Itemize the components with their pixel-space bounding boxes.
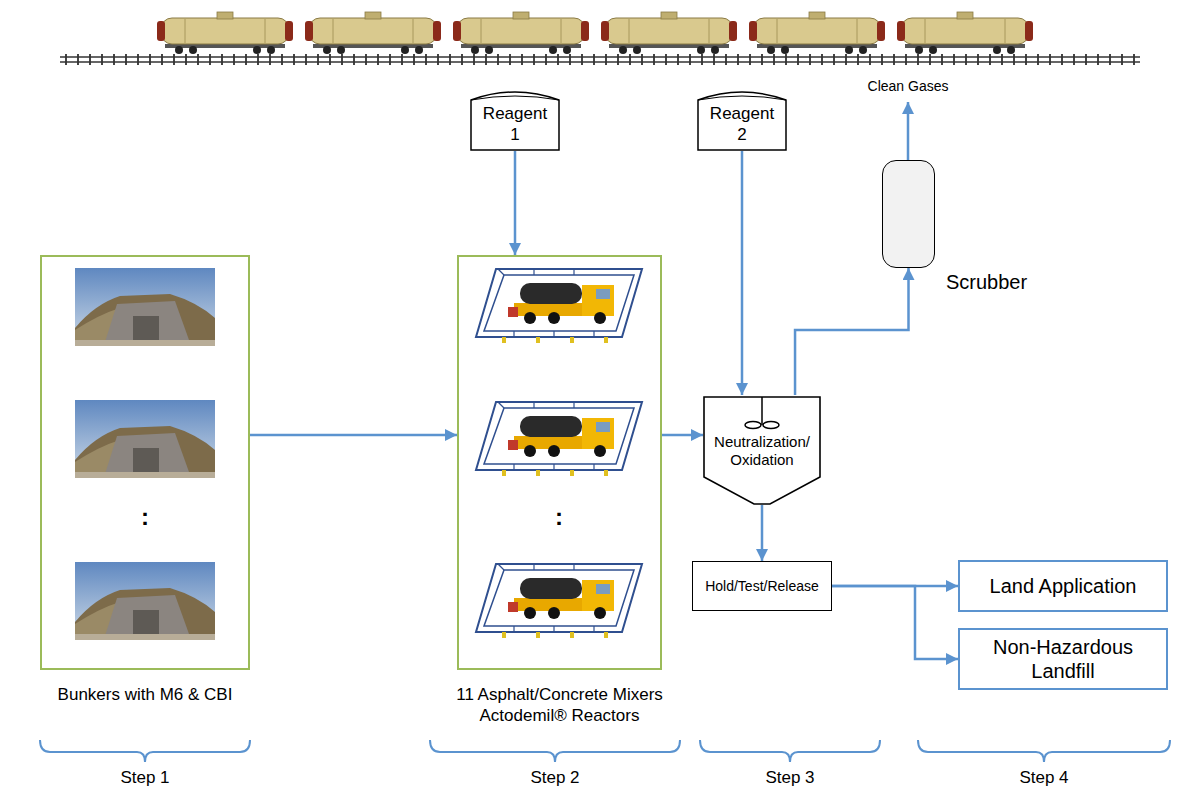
agitator-shaft: [761, 397, 763, 425]
node-label: Hold/Test/Release: [705, 578, 819, 595]
reagent-body: [698, 92, 786, 150]
step-label: Step 4: [994, 768, 1094, 788]
flow-arrow: [741, 151, 744, 395]
node-label: Neutralization/ Oxidation: [703, 433, 821, 469]
node-label: Bunkers with M6 & CBI: [25, 684, 265, 705]
node-label: Non-Hazardous Landfill: [968, 635, 1158, 683]
step-label: Step 1: [95, 768, 195, 788]
process-box: Hold/Test/Release: [692, 561, 832, 611]
stream-label: Clean Gases: [843, 78, 973, 94]
ellipsis-mark: :: [544, 503, 574, 531]
flow-arrow: [514, 151, 517, 255]
outcome-box: Land Application: [958, 560, 1168, 612]
step-group: Bunkers with M6 & CBI: [40, 255, 250, 670]
flow-arrow: [250, 434, 457, 437]
flow-arrow: [832, 586, 958, 659]
agitator-blade: [763, 422, 779, 429]
train: [60, 12, 1140, 65]
bunker-photos: [75, 268, 215, 640]
reagent-tank: Reagent 2: [697, 88, 787, 151]
reagent-tank: Reagent 1: [470, 88, 560, 151]
step-label: Step 2: [505, 768, 605, 788]
exhaust-arrow: [907, 102, 910, 160]
step-brackets: [40, 740, 1170, 762]
scrubber-column: Scrubber: [882, 160, 935, 268]
step-label: Step 3: [740, 768, 840, 788]
node-label: Scrubber: [946, 271, 1027, 294]
step-group: 11 Asphalt/Concrete Mixers Actodemil® Re…: [457, 255, 662, 670]
reagent-rim: [698, 96, 786, 100]
reagent-body: [471, 92, 559, 150]
ellipsis-mark: :: [130, 503, 160, 531]
reagent-rim: [471, 96, 559, 100]
outcome-box: Non-Hazardous Landfill: [958, 628, 1168, 690]
mixer-pictures: [476, 269, 642, 638]
vessel-body: [704, 397, 820, 504]
flow-arrow: [662, 434, 703, 437]
agitator-blade: [745, 422, 761, 429]
flow-arrow: [795, 268, 908, 395]
flow-arrow: [761, 505, 764, 561]
reactor-vessel: Neutralization/ Oxidation: [703, 395, 821, 505]
node-label: Reagent 1: [480, 104, 550, 145]
node-label: Reagent 2: [707, 104, 777, 145]
node-label: Land Application: [990, 574, 1137, 598]
node-label: 11 Asphalt/Concrete Mixers Actodemil® Re…: [430, 684, 690, 727]
